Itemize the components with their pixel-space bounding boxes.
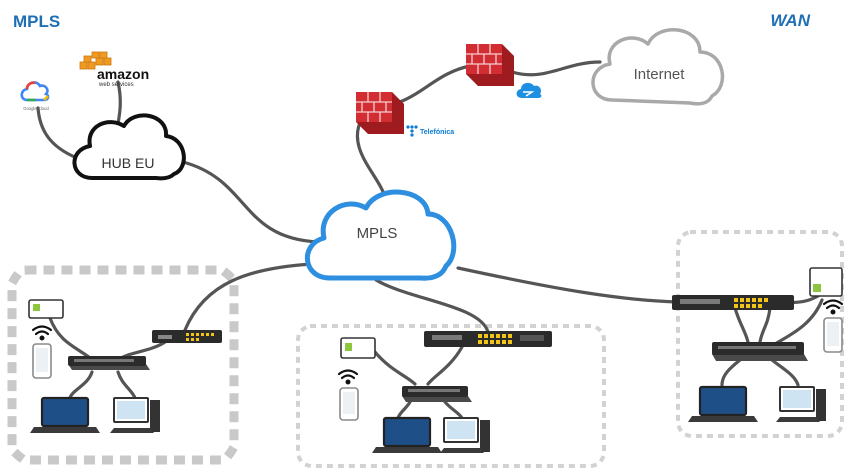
desktop-right-icon xyxy=(776,386,826,422)
link-fw1-to-fw2 xyxy=(398,64,472,104)
google-cloud-icon xyxy=(20,81,50,102)
link-center-ap-to-switch xyxy=(373,350,417,386)
google-cloud-logo: Google Cloud xyxy=(20,81,50,111)
hub-eu-label: HUB EU xyxy=(102,155,155,171)
link-right-router-to-switch-b xyxy=(758,306,772,344)
link-right-switch-to-laptop xyxy=(720,358,742,387)
link-center-switch-to-pc xyxy=(443,400,464,420)
internet-cloud: Internet xyxy=(591,28,725,106)
wifi-right-icon xyxy=(822,299,844,315)
firewall-telefonica-icon xyxy=(356,92,404,134)
phone-left-icon xyxy=(32,343,52,379)
access-point-right-icon xyxy=(809,267,843,297)
telefonica-label: Telefónica xyxy=(420,129,454,136)
aws-boxes-icon xyxy=(79,51,112,70)
link-hub-to-mpls xyxy=(181,160,320,244)
link-right-switch-to-pc xyxy=(770,358,800,387)
mpls-cloud: MPLS xyxy=(305,189,457,281)
aws-logo: amazon web services xyxy=(79,51,149,88)
link-left-ap-to-switch xyxy=(48,316,97,364)
site-center-boundary xyxy=(296,324,606,468)
link-right-ap-to-switch xyxy=(773,298,824,346)
link-left-switch-to-laptop xyxy=(68,370,94,400)
mpls-label: MPLS xyxy=(357,225,398,242)
link-aws-to-hub xyxy=(116,80,122,126)
aws-wordmark: amazon xyxy=(97,66,149,82)
router-right-icon xyxy=(672,295,794,310)
link-mpls-to-center-router xyxy=(374,278,490,334)
link-center-switch-to-laptop xyxy=(396,400,412,420)
internet-label: Internet xyxy=(634,66,686,83)
laptop-right-icon xyxy=(688,385,758,422)
title-mpls: MPLS xyxy=(13,12,60,31)
google-cloud-label: Google Cloud xyxy=(23,106,49,111)
site-left-boundary xyxy=(7,265,239,465)
switch-left-icon xyxy=(68,356,150,370)
router-left-icon xyxy=(152,330,222,343)
aws-subtitle: web services xyxy=(98,82,134,88)
desktop-left-icon xyxy=(110,397,160,433)
title-wan: WAN xyxy=(770,11,810,30)
link-gcloud-to-hub xyxy=(36,106,84,162)
hub-eu-cloud: HUB EU xyxy=(72,113,186,181)
telefonica-dots-icon xyxy=(406,125,418,137)
wifi-center-icon xyxy=(337,369,359,385)
desktop-center-icon xyxy=(440,417,490,453)
link-right-router-to-switch-a xyxy=(733,306,750,344)
switch-right-icon xyxy=(712,342,808,361)
link-left-switch-to-pc xyxy=(116,370,137,400)
link-center-router-to-switch xyxy=(426,345,464,386)
link-mpls-to-left-router xyxy=(183,262,314,332)
phone-right-icon xyxy=(823,317,843,353)
zscaler-logo xyxy=(516,82,542,98)
firewall-internet-icon xyxy=(466,44,514,86)
link-mpls-to-right-router xyxy=(456,266,678,304)
telefonica-logo: Telefónica xyxy=(406,125,454,137)
switch-center-icon xyxy=(402,386,472,402)
laptop-center-icon xyxy=(372,416,442,453)
access-point-left-icon xyxy=(28,299,64,319)
access-point-center-icon xyxy=(340,337,376,359)
laptop-left-icon xyxy=(30,396,100,433)
zscaler-cloud-icon xyxy=(516,82,542,98)
link-fw2-to-internet xyxy=(510,60,602,77)
router-center-icon xyxy=(424,331,552,347)
wifi-left-icon xyxy=(31,325,53,341)
phone-center-icon xyxy=(339,387,359,421)
